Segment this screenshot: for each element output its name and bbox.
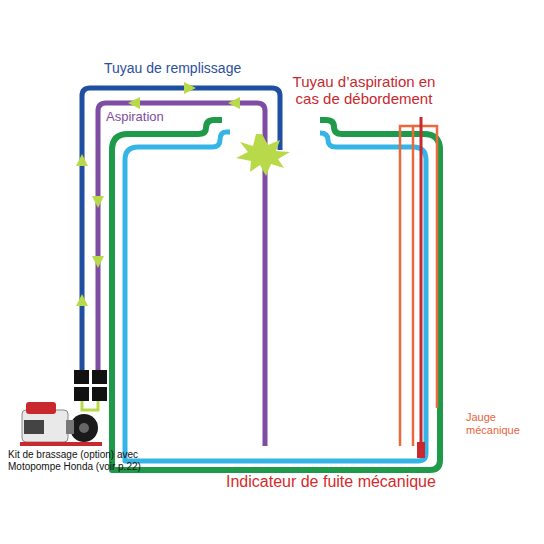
pump-illustration [20, 402, 102, 446]
gauge-tube [400, 126, 413, 446]
gauge-leader [413, 126, 437, 408]
leak-indicator-label: Indicateur de fuite mécanique [226, 473, 476, 491]
pipe-label: Tuyau d’aspiration en cas de débordement [280, 73, 448, 108]
pipe-label: Aspiration [106, 110, 226, 125]
pipe-label: Tuyau de remplissage [104, 60, 304, 76]
fill-pipe [82, 88, 280, 372]
flow-arrows [76, 82, 240, 306]
gauge-label: Jauge mécanique [466, 411, 530, 436]
fill-splash [236, 134, 290, 176]
gauge-rod [420, 117, 423, 445]
pump-hose [82, 401, 98, 410]
gauge-float [417, 442, 425, 458]
pipe-couplings [74, 370, 107, 401]
outer-tank-wall [112, 120, 440, 470]
inner-tank-wall [125, 132, 426, 461]
pump-caption: Kit de brassage (option) avec Motopompe … [8, 449, 176, 472]
aspiration-pipe [98, 103, 265, 446]
